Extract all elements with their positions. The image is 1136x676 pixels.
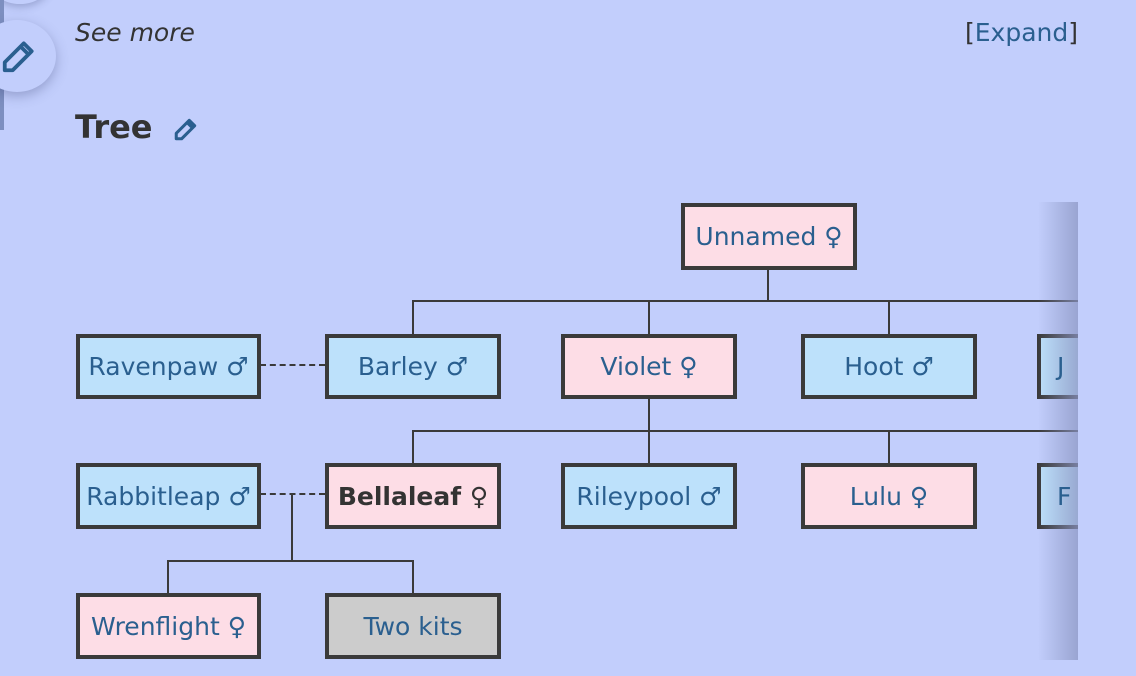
tree-node-j-partial-label: J: [1057, 352, 1065, 381]
tree-node-ravenpaw[interactable]: Ravenpaw ♂: [76, 334, 261, 399]
tree-node-rabbitleap[interactable]: Rabbitleap ♂: [76, 463, 261, 529]
connector: [888, 300, 890, 334]
connector: [412, 430, 414, 464]
floating-button-top[interactable]: [0, 0, 50, 4]
tree-node-rileypool[interactable]: Rileypool ♂: [561, 463, 737, 529]
bracket-close: ]: [1068, 18, 1078, 47]
connector: [412, 430, 1078, 432]
connector: [648, 300, 650, 334]
connector: [888, 430, 890, 464]
tree-node-wrenflight[interactable]: Wrenflight ♀: [76, 593, 261, 659]
mate-connector: [260, 364, 325, 366]
connector: [648, 398, 650, 432]
see-more-text: See more: [75, 18, 195, 47]
tree-node-violet[interactable]: Violet ♀: [561, 334, 737, 399]
expand-link[interactable]: Expand: [974, 18, 1069, 47]
connector: [412, 560, 414, 594]
connector: [167, 560, 169, 594]
tree-node-hoot[interactable]: Hoot ♂: [801, 334, 977, 399]
connector: [167, 560, 414, 562]
tree-node-two-kits[interactable]: Two kits: [325, 593, 501, 659]
tree-node-barley[interactable]: Barley ♂: [325, 334, 501, 399]
tree-node-partial-label: F: [1057, 481, 1072, 511]
connector: [648, 430, 650, 464]
connector: [412, 300, 414, 334]
connector: [412, 300, 1078, 302]
bracket-open: [: [964, 18, 975, 47]
tree-node-lulu[interactable]: Lulu ♀: [801, 463, 977, 529]
scroll-fade-overlay: [1038, 202, 1078, 660]
tree-node-unnamed[interactable]: Unnamed ♀: [681, 203, 857, 270]
edit-section-pencil-icon[interactable]: [173, 116, 199, 142]
connector: [291, 493, 293, 561]
expand-control: [Expand]: [965, 18, 1078, 47]
tree-node-bellaleaf[interactable]: Bellaleaf ♀: [325, 463, 501, 529]
section-title: Tree: [75, 108, 153, 146]
connector: [767, 269, 769, 302]
family-tree: Unnamed ♀ Ravenpaw ♂ Barley ♂ Violet ♀ H…: [76, 202, 1078, 660]
pencil-icon: [2, 41, 34, 73]
